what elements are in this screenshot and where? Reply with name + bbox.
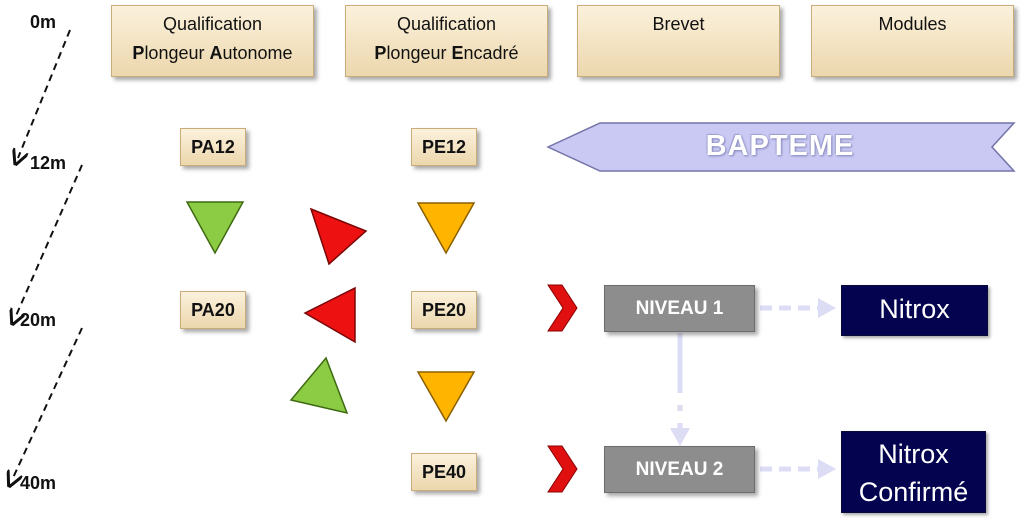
- header-line1: Qualification: [396, 14, 497, 34]
- header-line1: Brevet: [652, 14, 705, 34]
- depth-arrow-12-20: [15, 164, 83, 318]
- depth-40m: 40m: [20, 473, 57, 493]
- level-pa12: PA12: [180, 128, 246, 166]
- depth-12m: 12m: [30, 153, 67, 173]
- module-nitrox: Nitrox: [841, 285, 988, 336]
- header-line2: Plongeur Autonome: [132, 43, 293, 63]
- orange-triangle-lower: [416, 371, 476, 423]
- niveau-1-box: NIVEAU 1: [604, 285, 755, 332]
- arrowhead-n1-n2: [670, 428, 690, 446]
- header-line1: Modules: [878, 14, 947, 34]
- header-modules: Modules: [811, 5, 1014, 77]
- module-nitrox-confirme: Nitrox Confirmé: [841, 431, 986, 513]
- green-triangle-down: [185, 201, 245, 255]
- level-pa20: PA20: [180, 291, 246, 329]
- chevron-niveau1: [547, 284, 578, 332]
- arrowhead-n1-nitrox: [818, 298, 836, 318]
- red-triangle-upper: [309, 207, 368, 266]
- header-brevet: Brevet: [577, 5, 780, 77]
- niveau-2-box: NIVEAU 2: [604, 446, 755, 493]
- level-pe12: PE12: [411, 128, 477, 166]
- depth-20m: 20m: [20, 310, 57, 330]
- depth-arrow-20-40: [12, 327, 83, 480]
- header-line2: Plongeur Encadré: [374, 43, 519, 63]
- header-plongeur-encadre: Qualification Plongeur Encadré: [345, 5, 548, 77]
- depth-arrow-0-12: [18, 29, 71, 158]
- bapteme-banner: [546, 122, 1016, 172]
- module-nitrox-confirme-line2: Confirmé: [858, 477, 969, 507]
- header-line1: Qualification: [162, 14, 263, 34]
- depth-0m: 0m: [30, 12, 57, 32]
- orange-triangle-upper: [416, 202, 476, 255]
- level-pe20: PE20: [411, 291, 477, 329]
- bapteme-label: BAPTEME: [705, 130, 855, 162]
- green-triangle-lower: [289, 356, 349, 415]
- level-pe40: PE40: [411, 453, 477, 491]
- arrowhead-n2-nitroxconf: [818, 459, 836, 479]
- red-triangle-left: [303, 286, 356, 344]
- chevron-niveau2: [547, 445, 578, 493]
- header-plongeur-autonome: Qualification Plongeur Autonome: [111, 5, 314, 77]
- module-nitrox-confirme-line1: Nitrox: [878, 439, 949, 469]
